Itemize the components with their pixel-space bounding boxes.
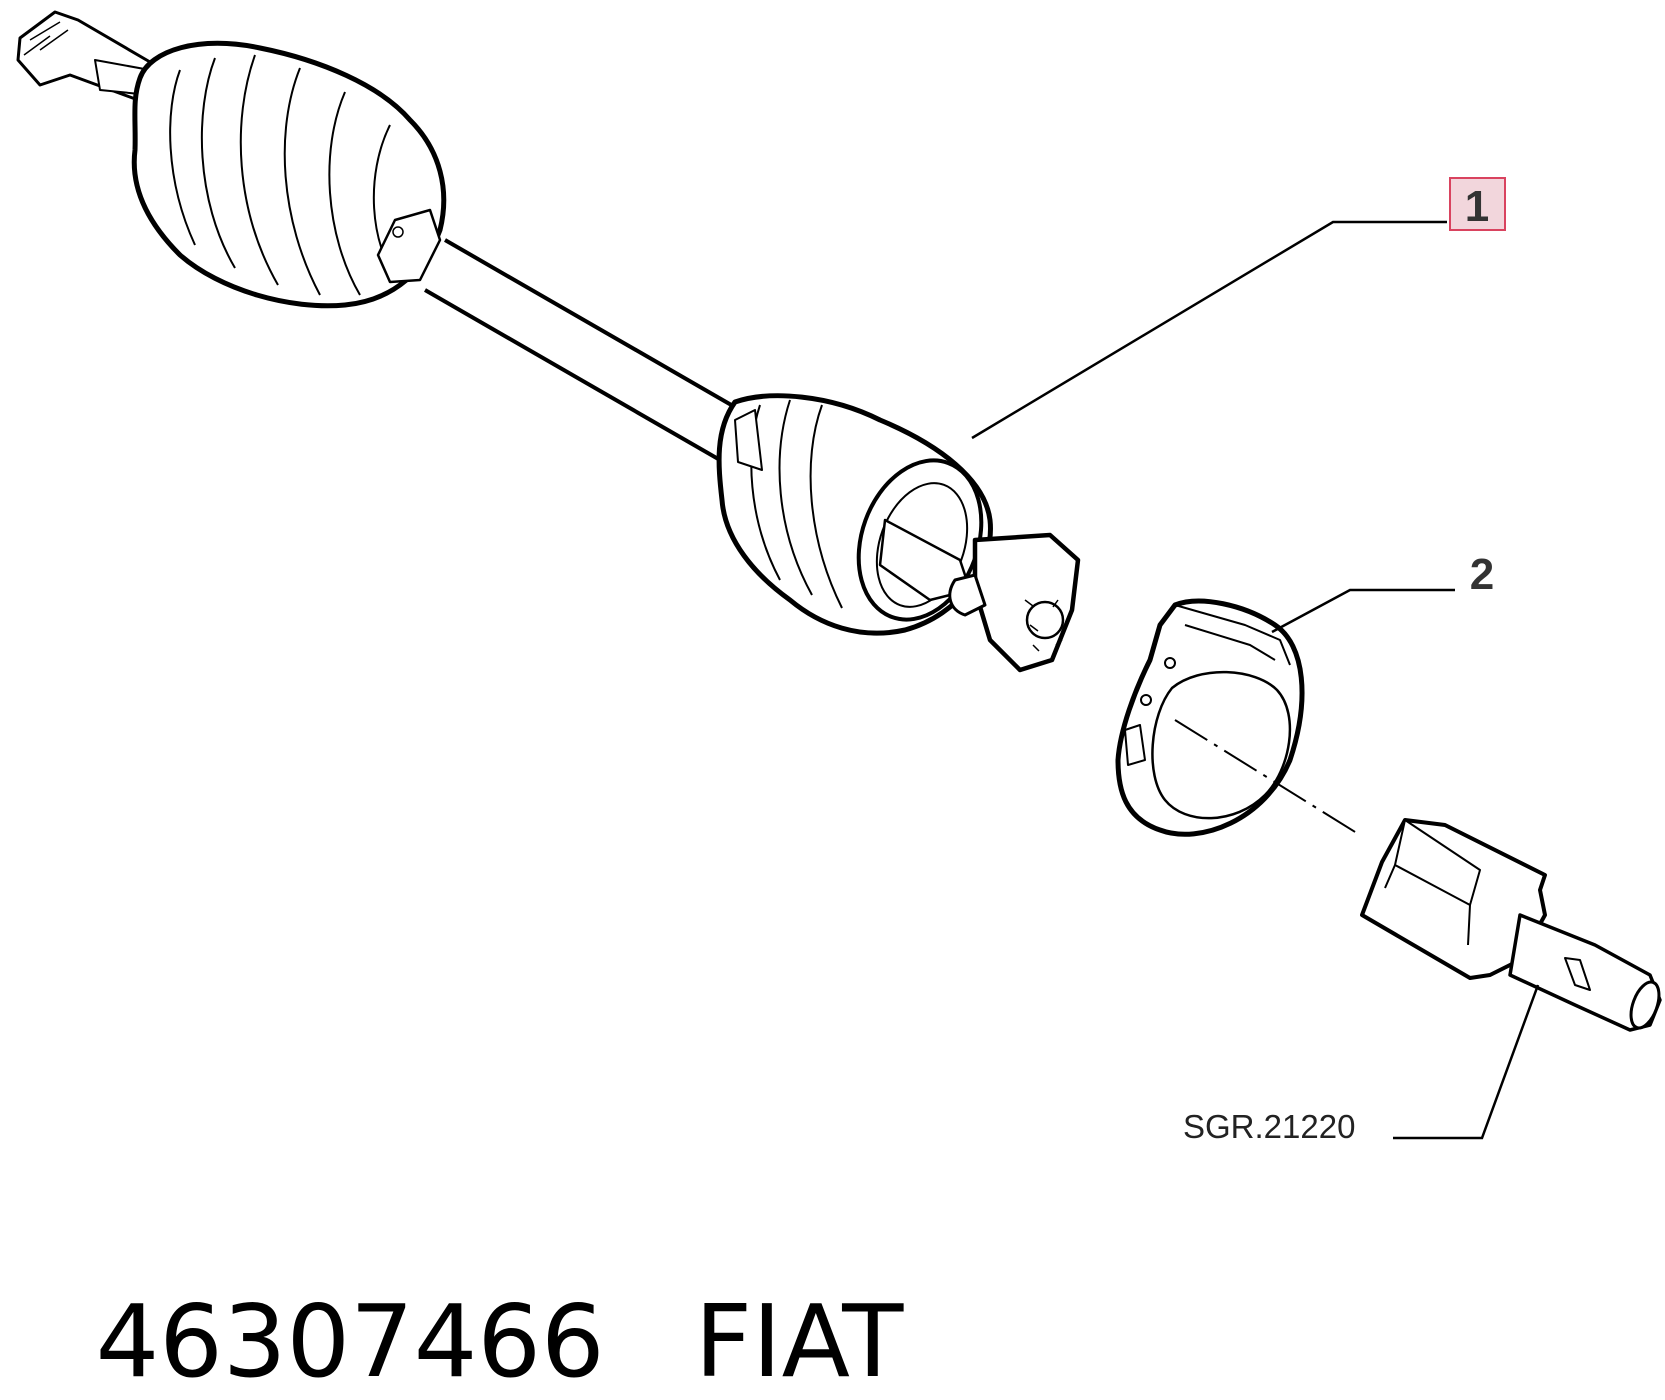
leader-lines (971, 220, 1540, 1140)
callout-item1-highlight (1450, 178, 1505, 230)
leader-line-item1 (971, 220, 1447, 440)
axis-centerline (1174, 719, 1361, 836)
inner-cv-joint (716, 393, 1081, 673)
boot-clamp-ring (1115, 598, 1305, 837)
exploded-view-drawing: 1 2 SGR.21220 (16, 10, 1662, 1145)
callout-item1-label: 1 (1465, 182, 1489, 231)
leader-line-item2 (1271, 588, 1455, 634)
reference-code-label[interactable]: SGR.21220 (1183, 1108, 1355, 1145)
axle-shaft (424, 238, 741, 462)
leader-line-reference (1393, 984, 1540, 1140)
outer-cv-joint (16, 10, 447, 309)
part-number: 46307466 (95, 1283, 605, 1400)
callout-item1-border (1449, 177, 1506, 231)
footer-caption: 46307466 FIAT (32, 1192, 904, 1400)
callout-item1[interactable]: 1 (1449, 177, 1506, 231)
inner-stub-shaft (1360, 818, 1662, 1032)
callout-item2-label[interactable]: 2 (1470, 550, 1494, 599)
brand-name: FIAT (694, 1283, 904, 1400)
